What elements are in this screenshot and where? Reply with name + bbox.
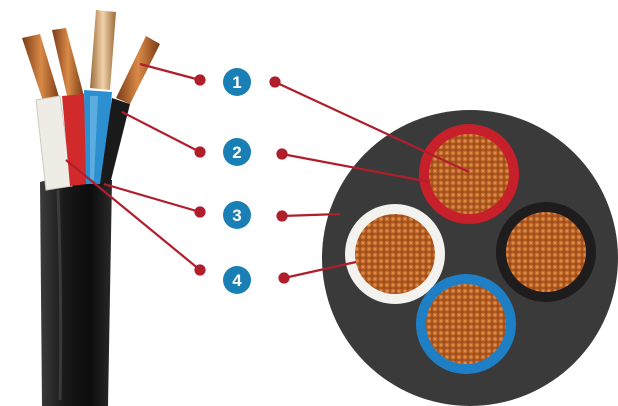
conductor-black-copper xyxy=(506,212,586,292)
callout-badge-2: 2 xyxy=(223,138,251,166)
outer-jacket xyxy=(40,176,112,406)
conductor-white-copper xyxy=(355,214,435,294)
conductor-red-copper xyxy=(429,134,509,214)
callout-badge-4: 4 xyxy=(223,266,251,294)
callout-number-1: 1 xyxy=(232,73,241,92)
conductor-blue-copper xyxy=(426,284,506,364)
callout-number-3: 3 xyxy=(232,206,241,225)
leader-1-left xyxy=(140,64,200,80)
callout-number-2: 2 xyxy=(232,143,241,162)
exposed-copper-tips xyxy=(22,10,160,104)
callout-badge-3: 3 xyxy=(223,201,251,229)
leader-2-left xyxy=(122,112,200,152)
cable-side-view xyxy=(22,10,160,406)
callout-badge-1: 1 xyxy=(223,68,251,96)
cable-cross-section xyxy=(322,110,618,406)
callout-badges: 1 2 3 4 xyxy=(223,68,251,294)
callout-number-4: 4 xyxy=(232,271,242,290)
leader-3-left xyxy=(104,184,200,212)
